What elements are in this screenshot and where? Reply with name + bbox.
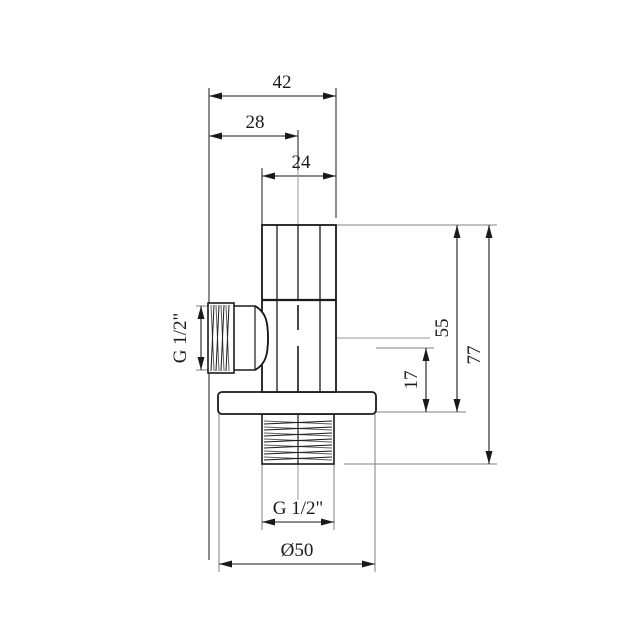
bottom-thread-body (261, 413, 335, 465)
dimension-55: 55 (432, 225, 461, 412)
bottom-thread-label: G 1/2" (273, 498, 324, 519)
left-thread-label: G 1/2" (170, 313, 191, 364)
dimension-77-label: 77 (464, 346, 485, 365)
dimension-42-label: 42 (273, 72, 292, 93)
side-outlet-neck (232, 305, 269, 371)
dimension-24-label: 24 (292, 152, 312, 173)
diameter-50-label: Ø50 (281, 540, 314, 561)
dimension-17-label: 17 (401, 371, 422, 390)
flange (217, 391, 377, 415)
right-extension-lines (336, 224, 497, 465)
dimension-28: 28 (209, 112, 298, 140)
dimension-bottom-thread: G 1/2" (262, 498, 334, 526)
body-column (261, 224, 337, 393)
dimension-28-label: 28 (246, 112, 265, 133)
dimension-77: 77 (464, 225, 493, 464)
bottom-extension-lines (218, 414, 376, 572)
side-thread-body (207, 302, 235, 374)
dimension-55-label: 55 (432, 319, 453, 338)
valve-body (207, 224, 377, 465)
dimension-diameter-50: Ø50 (219, 540, 375, 568)
dimension-left-thread: G 1/2" (170, 305, 212, 371)
dimension-24: 24 (262, 152, 336, 180)
dimension-17: 17 (401, 348, 430, 412)
dimension-42: 42 (209, 72, 336, 100)
